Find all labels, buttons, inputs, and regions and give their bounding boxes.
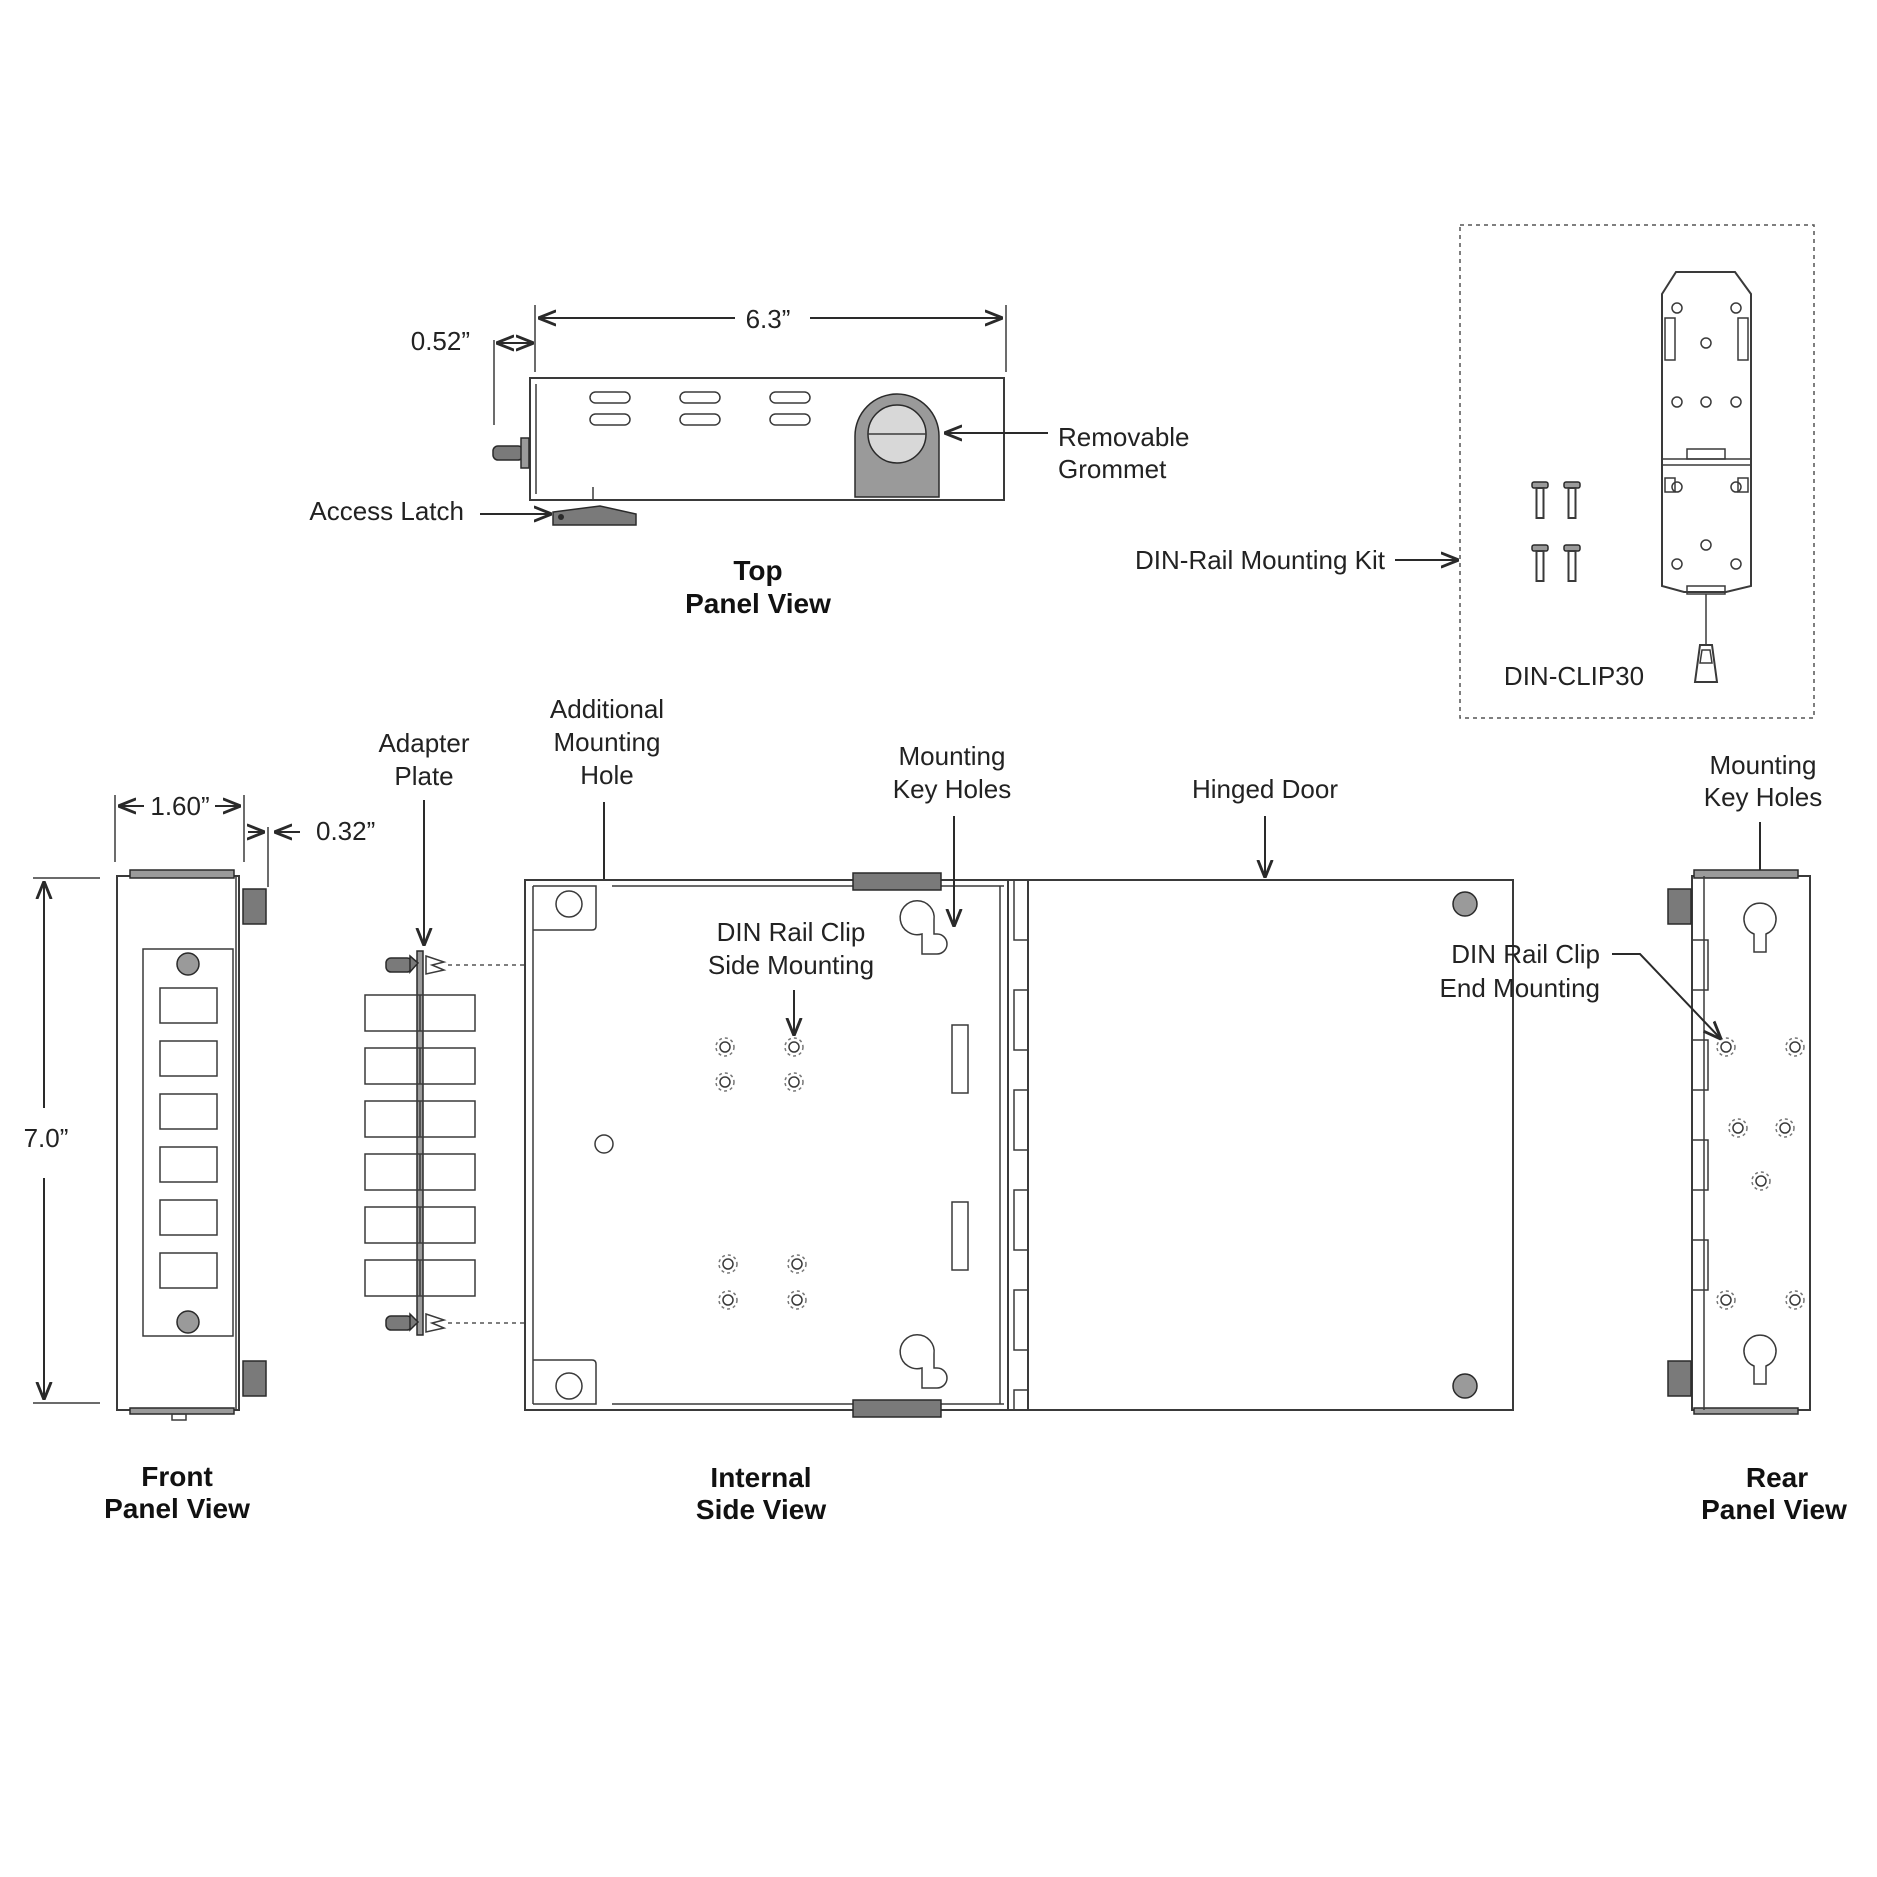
rear-panel-view: Mounting Key Holes DI — [1440, 750, 1848, 1525]
rear-enclosure-body — [1691, 875, 1811, 1411]
front-offset-label: 0.32” — [316, 816, 375, 846]
grommet-label-line1: Removable — [1058, 422, 1190, 452]
front-depth-dimension: 1.60” — [114, 791, 245, 862]
din-clip-part-number: DIN-CLIP30 — [1504, 661, 1644, 691]
top-width-label: 6.3” — [746, 304, 791, 334]
hinged-door — [1027, 879, 1514, 1411]
front-depth-label: 1.60” — [150, 791, 209, 821]
additional-mounting-hole — [594, 1134, 614, 1154]
front-view-title-line1: Front — [141, 1461, 213, 1492]
internal-side-view: Additional Mounting Hole — [524, 694, 1514, 1525]
rear-key-holes-label-line2: Key Holes — [1704, 782, 1823, 812]
additional-hole-label-line1: Additional — [550, 694, 664, 724]
din-side-label-line2: Side Mounting — [708, 950, 874, 980]
front-panel-view: 1.60” 0.32” 7.0” — [24, 791, 376, 1524]
internal-key-hole-top-icon — [899, 899, 948, 955]
front-height-dimension: 7.0” — [24, 877, 100, 1404]
additional-hole-label-line3: Hole — [580, 760, 633, 790]
rear-key-holes-label-line1: Mounting — [1710, 750, 1817, 780]
front-offset-dimension: 0.32” — [248, 816, 375, 887]
front-adapter-ports — [159, 987, 218, 1289]
din-end-label-line1: DIN Rail Clip — [1451, 939, 1600, 969]
din-rail-kit: DIN-Rail Mounting Kit — [1135, 224, 1815, 719]
adapter-plate-label-line2: Plate — [394, 761, 453, 791]
front-height-label: 7.0” — [24, 1123, 69, 1153]
front-view-title-line2: Panel View — [104, 1493, 250, 1524]
top-offset-dimension: 0.52” — [411, 326, 532, 425]
top-offset-label: 0.52” — [411, 326, 470, 356]
screws-icon — [1531, 481, 1581, 582]
internal-key-holes-label-line2: Key Holes — [893, 774, 1012, 804]
vent-slots — [589, 391, 811, 426]
front-enclosure-body — [116, 875, 240, 1411]
additional-hole-label-line2: Mounting — [554, 727, 661, 757]
din-end-label-line2: End Mounting — [1440, 973, 1600, 1003]
door-hinge-column — [1007, 879, 1029, 1411]
door-screw-bottom — [1452, 1373, 1478, 1399]
plate-fastener-bottom-icon — [385, 1312, 447, 1333]
plate-adapter-blocks — [364, 994, 476, 1297]
internal-view-title-line2: Side View — [696, 1494, 826, 1525]
access-latch-label: Access Latch — [309, 496, 464, 526]
din-kit-label: DIN-Rail Mounting Kit — [1135, 545, 1386, 575]
front-screw-bottom — [176, 1310, 200, 1334]
din-side-label-line1: DIN Rail Clip — [717, 917, 866, 947]
top-width-dimension: 6.3” — [534, 304, 1007, 372]
grommet-label-line2: Grommet — [1058, 454, 1167, 484]
din-kit-dashed-frame — [1459, 224, 1815, 719]
rear-side-tabs — [1691, 939, 1709, 1291]
front-screw-top — [176, 952, 200, 976]
rear-key-hole-bottom-icon — [1743, 1334, 1777, 1385]
adapter-plate: Adapter Plate — [364, 728, 572, 1336]
plate-fastener-top-icon — [385, 954, 447, 975]
top-view-title-line2: Panel View — [685, 588, 831, 619]
top-panel-view: 6.3” 0.52” Removable Grommet — [309, 304, 1189, 619]
rear-view-title-line2: Panel View — [1701, 1494, 1847, 1525]
din-clip-icon — [1661, 271, 1752, 683]
top-view-title-line1: Top — [733, 555, 782, 586]
internal-enclosure-body — [524, 879, 1009, 1411]
latch-knob-icon — [492, 437, 530, 469]
rear-key-hole-top-icon — [1743, 902, 1777, 953]
internal-view-title-line1: Internal — [710, 1462, 811, 1493]
adapter-plate-label-line1: Adapter — [378, 728, 469, 758]
front-adapter-window — [142, 948, 234, 1337]
internal-key-hole-bottom-icon — [899, 1333, 948, 1389]
access-latch-icon — [552, 487, 637, 526]
grommet-icon — [854, 393, 940, 498]
hinged-door-label: Hinged Door — [1192, 774, 1338, 804]
internal-key-holes-label-line1: Mounting — [899, 741, 1006, 771]
door-screw-top — [1452, 891, 1478, 917]
rear-view-title-line1: Rear — [1746, 1462, 1808, 1493]
